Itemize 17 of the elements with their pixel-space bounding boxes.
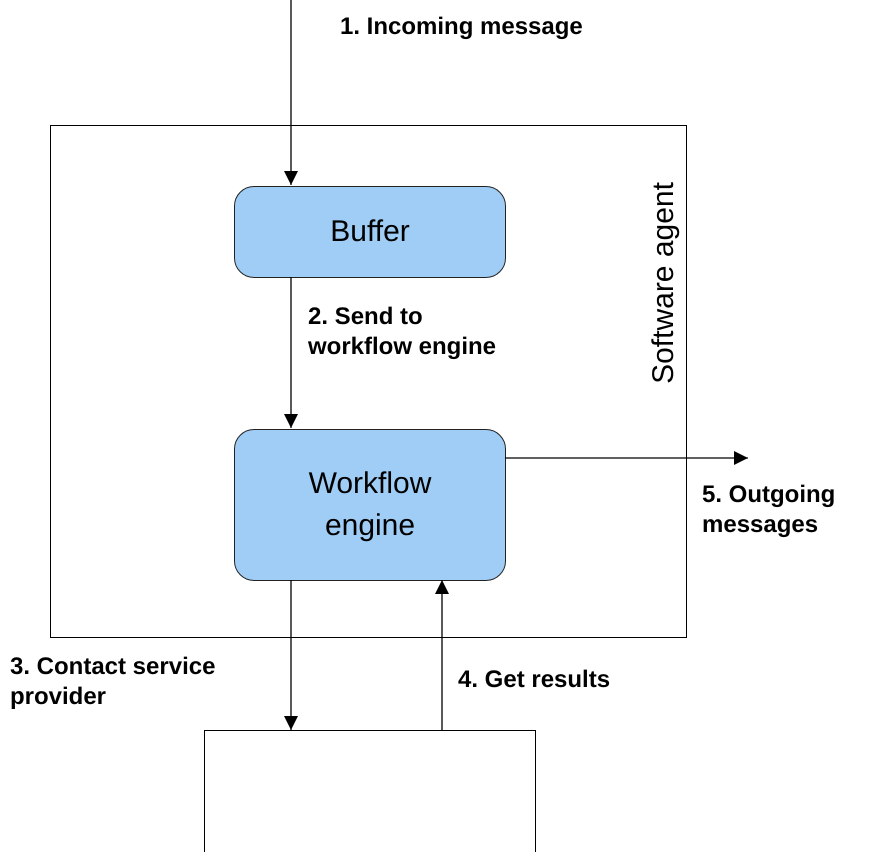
empty-box: [204, 730, 536, 852]
arrow: [505, 451, 748, 465]
edge-label: 2. Send to workflow engine: [308, 302, 498, 362]
edge-label: 5. Outgoing messages: [702, 480, 836, 540]
container-box: [50, 125, 687, 638]
arrow: [435, 580, 449, 730]
edge-label: 4. Get results: [458, 665, 610, 695]
container-label: Software agent: [647, 182, 681, 384]
process-box: [234, 429, 506, 581]
node-label: Buffer: [330, 214, 410, 250]
process-box: [234, 186, 506, 278]
arrow: [284, 277, 298, 428]
arrow: [284, 580, 298, 730]
arrow: [284, 0, 298, 185]
node-label: Workflow engine: [308, 466, 432, 544]
edge-label: 1. Incoming message: [340, 12, 583, 42]
edge-label: 3. Contact service provider: [10, 652, 216, 712]
